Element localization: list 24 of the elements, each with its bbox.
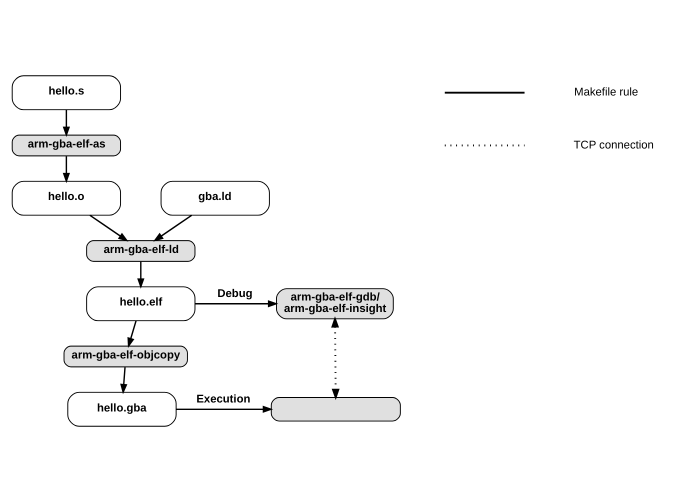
arrow xyxy=(120,367,128,394)
edge-label: Execution xyxy=(196,393,250,406)
legend-label: Makefile rule xyxy=(574,86,638,99)
node-box: hello.s xyxy=(12,75,122,110)
arrow xyxy=(62,156,70,184)
arrow xyxy=(62,110,70,138)
node-box: arm-gba-elf-as xyxy=(12,134,122,156)
node-box: arm-gba-elf-objcopy xyxy=(64,346,188,368)
arrow xyxy=(195,300,278,308)
node-box: arm-gba-elf-gdb/ arm-gba-elf-insight xyxy=(276,288,394,320)
arrow xyxy=(153,214,192,242)
arrow xyxy=(90,214,128,242)
node-box: arm-gba-elf-ld xyxy=(86,240,196,262)
node-box: gba.ld xyxy=(160,180,270,216)
node-box: hello.elf xyxy=(86,286,196,322)
node-box: hello.gba xyxy=(67,392,177,427)
arrow xyxy=(137,262,144,289)
arrow xyxy=(127,320,137,348)
node-box xyxy=(270,397,401,422)
node-box: hello.o xyxy=(12,180,122,216)
edge-label: Debug xyxy=(217,288,253,300)
arrow xyxy=(331,316,340,400)
legend-label: TCP connection xyxy=(574,139,654,152)
arrow xyxy=(176,406,274,413)
